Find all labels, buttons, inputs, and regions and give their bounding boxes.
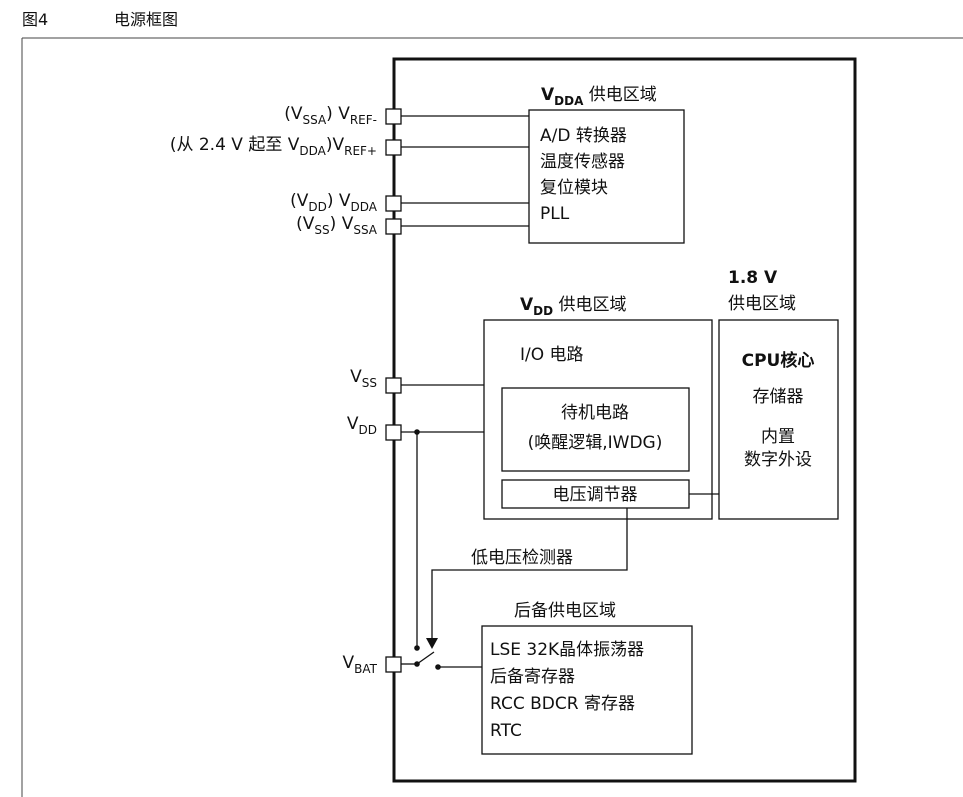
pin-vref-plus bbox=[385, 139, 402, 156]
label-vref-plus: (从 2.4 V 起至 VDDA)VREF+ bbox=[170, 135, 377, 158]
label-vssa: (VSS) VSSA bbox=[296, 214, 378, 237]
vbat-switch bbox=[401, 651, 482, 668]
low-voltage-detector-label: 低电压检测器 bbox=[471, 548, 573, 568]
switch-contact-top bbox=[414, 645, 420, 651]
backup-item-lse: LSE 32K晶体振荡器 bbox=[490, 640, 644, 660]
standby-circuit-box bbox=[501, 387, 690, 472]
lvd-wire bbox=[431, 508, 628, 640]
figure-number: 图4 bbox=[22, 10, 49, 29]
switch-contact-out bbox=[435, 664, 441, 670]
v18-domain-title-voltage: 1.8 V bbox=[728, 268, 778, 288]
label-vdd: VDD bbox=[347, 414, 377, 437]
standby-circuit-detail: (唤醒逻辑,IWDG) bbox=[528, 433, 663, 453]
backup-domain-title: 后备供电区域 bbox=[514, 601, 616, 621]
memory-label: 存储器 bbox=[753, 387, 804, 407]
vdda-domain-title: VDDA 供电区域 bbox=[541, 85, 657, 108]
backup-item-rcc-bdcr: RCC BDCR 寄存器 bbox=[490, 694, 635, 714]
label-vdda: (VDD) VDDA bbox=[290, 191, 378, 214]
vdda-item-temp-sensor: 温度传感器 bbox=[540, 152, 625, 172]
vdd-domain-box bbox=[483, 319, 713, 520]
vdda-item-reset: 复位模块 bbox=[540, 178, 608, 198]
switch-contact-vbat bbox=[414, 661, 420, 667]
pin-vref-minus bbox=[385, 108, 402, 125]
vdda-wires bbox=[401, 115, 529, 227]
backup-item-rtc: RTC bbox=[490, 721, 522, 741]
vdd-domain-title: VDD 供电区域 bbox=[520, 295, 627, 318]
v18-domain-box bbox=[718, 319, 839, 520]
vdd-wires bbox=[401, 384, 719, 648]
vdda-domain-box bbox=[528, 109, 685, 244]
pin-vdda bbox=[385, 195, 402, 212]
vdda-item-adc: A/D 转换器 bbox=[540, 126, 627, 146]
voltage-regulator-label: 电压调节器 bbox=[553, 485, 638, 505]
label-vbat: VBAT bbox=[343, 653, 378, 676]
standby-circuit-label: 待机电路 bbox=[561, 403, 629, 423]
builtin-label: 内置 bbox=[761, 427, 795, 447]
cpu-core-label: CPU核心 bbox=[742, 350, 815, 371]
io-circuit-label: I/O 电路 bbox=[520, 345, 584, 365]
v18-domain-title: 供电区域 bbox=[728, 294, 796, 314]
label-vss: VSS bbox=[350, 367, 377, 390]
vdda-item-pll: PLL bbox=[540, 204, 570, 224]
digital-peripherals-label: 数字外设 bbox=[744, 450, 812, 470]
pin-vbat bbox=[385, 656, 402, 673]
pin-vssa bbox=[385, 218, 402, 235]
lvd-arrow bbox=[426, 638, 438, 649]
pin-vdd bbox=[385, 424, 402, 441]
figure-title: 电源框图 bbox=[114, 10, 179, 29]
backup-item-registers: 后备寄存器 bbox=[490, 667, 575, 687]
chip-outline bbox=[392, 57, 857, 783]
label-vref-minus: (VSSA) VREF- bbox=[284, 104, 377, 127]
backup-domain-box bbox=[481, 625, 693, 755]
vdd-junction-dot bbox=[414, 429, 420, 435]
pin-vss bbox=[385, 377, 402, 394]
